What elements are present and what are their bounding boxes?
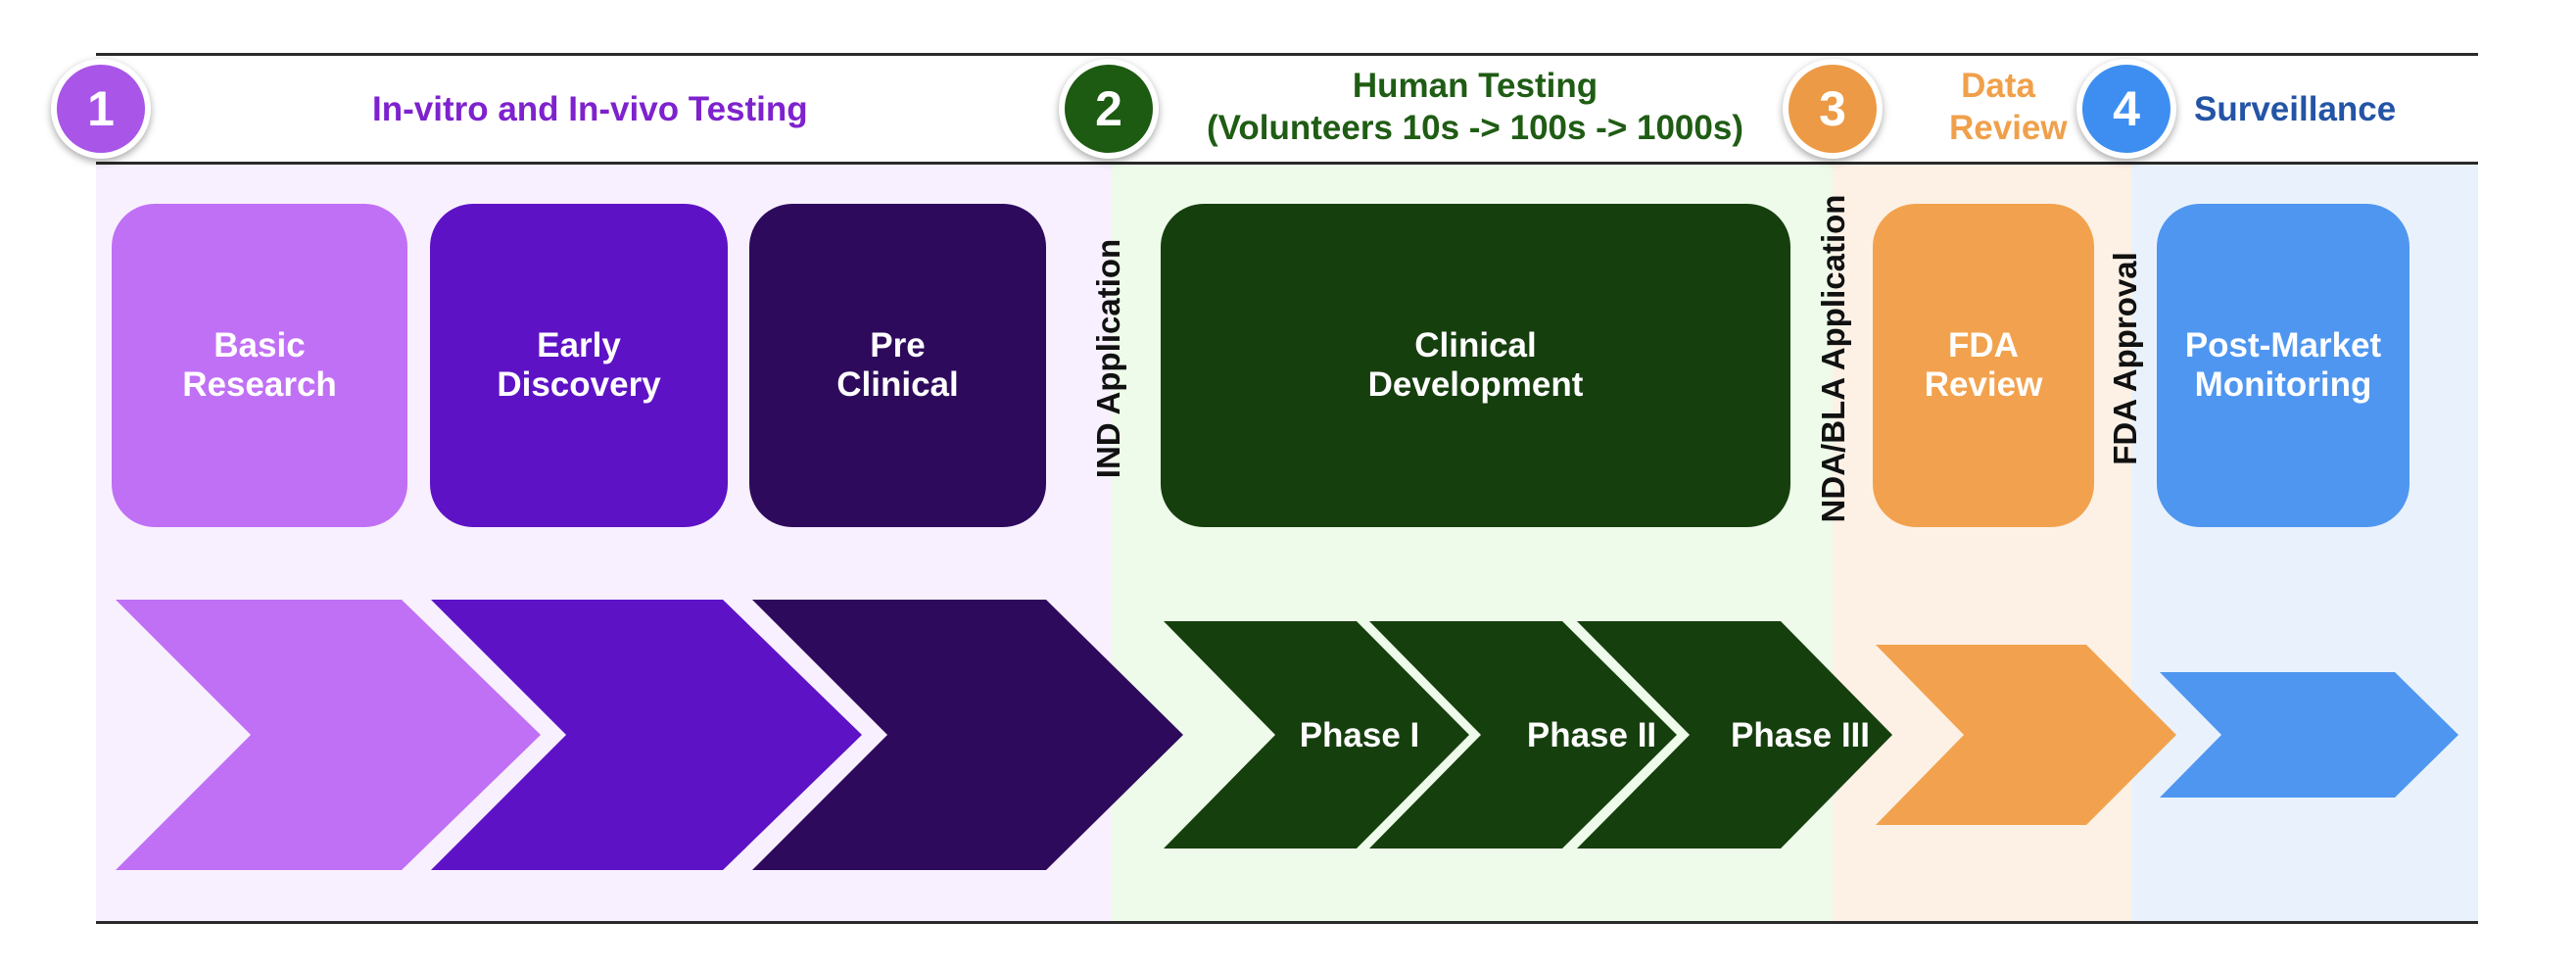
- chevron-fda-review: [1876, 645, 2176, 825]
- stage-3-title-line: Data: [1961, 67, 2035, 105]
- stage-2-title-line: Human Testing: [1352, 67, 1598, 105]
- chevron-phase-1: [1164, 621, 1469, 849]
- stage-2-subtitle: (Volunteers 10s -> 100s -> 1000s): [1207, 109, 1743, 147]
- chevron-early-discovery: [431, 600, 862, 870]
- chevron-basic-research: [116, 600, 541, 870]
- stage-1-title: In-vitro and In-vivo Testing: [372, 90, 808, 128]
- stage-2-title: Human Testing (Volunteers 10s -> 100s ->…: [1183, 65, 1767, 149]
- box-basic-research: Basic Research: [112, 204, 407, 527]
- stage-2-badge: 2: [1059, 59, 1159, 159]
- phase-3-label: Phase III: [1731, 716, 1870, 754]
- header-bottom-rule: [96, 162, 2478, 165]
- stage-1-badge: 1: [51, 59, 151, 159]
- phase-1-label: Phase I: [1300, 716, 1420, 754]
- chevron-post-market: [2160, 672, 2458, 798]
- stage-4-title: Surveillance: [2194, 90, 2397, 128]
- footer-rule: [96, 921, 2478, 924]
- chevron-pre-clinical: [752, 600, 1183, 870]
- stage-4-badge: 4: [2076, 59, 2176, 159]
- box-clinical-development: Clinical Development: [1161, 204, 1790, 527]
- box-early-discovery: Early Discovery: [430, 204, 728, 527]
- stage-3-badge: 3: [1783, 59, 1883, 159]
- phase-2-label: Phase II: [1527, 716, 1656, 754]
- chevron-phase-3: [1577, 621, 1892, 849]
- chevron-phase-2: [1369, 621, 1677, 849]
- header-top-rule: [96, 53, 2478, 56]
- box-post-market-monitoring: Post-Market Monitoring: [2157, 204, 2409, 527]
- box-fda-review: FDA Review: [1873, 204, 2094, 527]
- box-pre-clinical: Pre Clinical: [749, 204, 1046, 527]
